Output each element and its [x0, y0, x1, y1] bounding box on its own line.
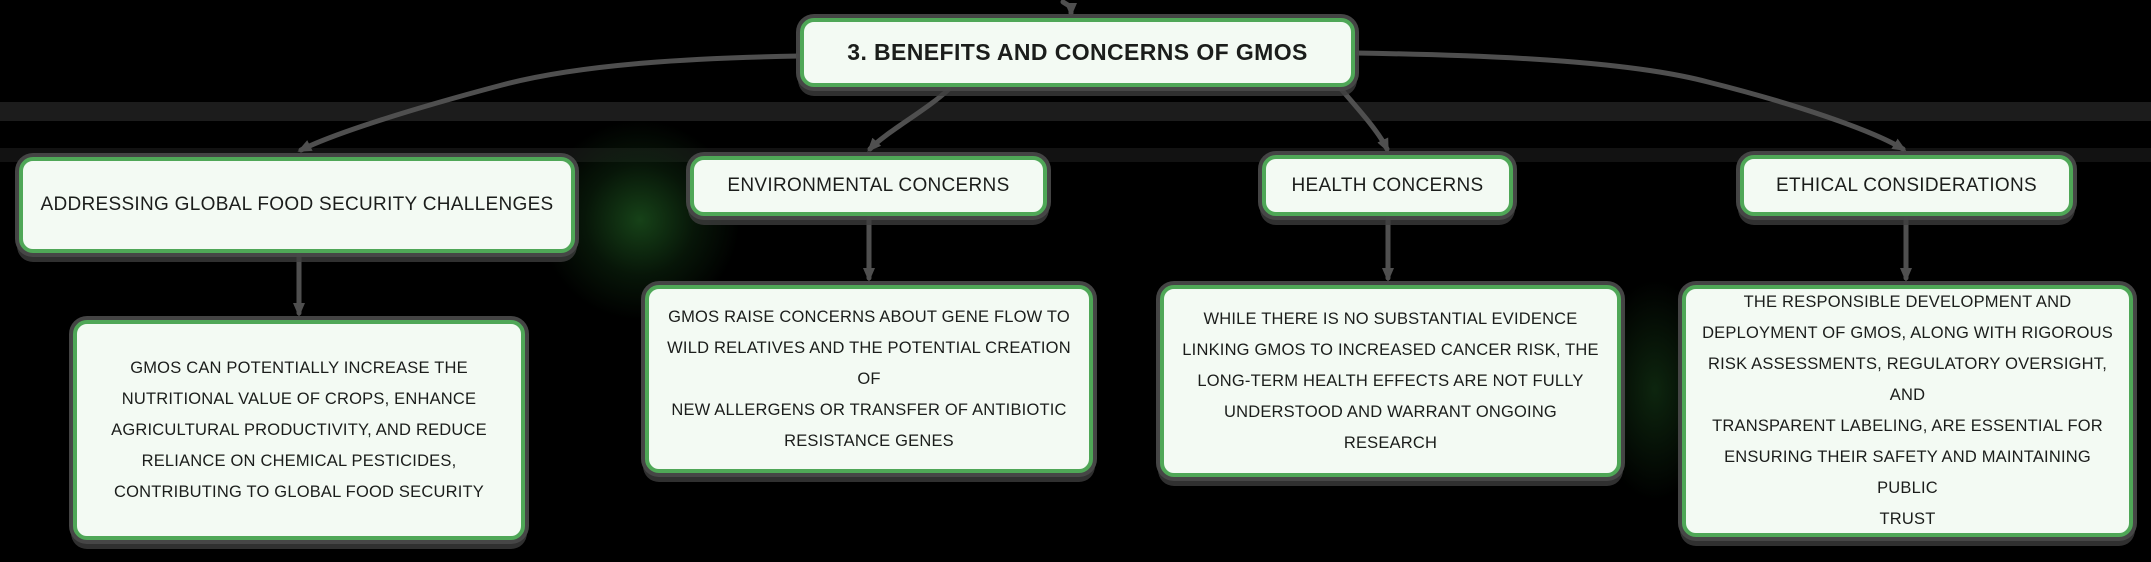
leaf-node-ethical[interactable]: THE RESPONSIBLE DEVELOPMENT AND DEPLOYME…: [1682, 285, 2133, 537]
leaf-text-food-security: GMOS CAN POTENTIALLY INCREASE THE NUTRIT…: [111, 358, 487, 501]
branch-node-ethical[interactable]: ETHICAL CONSIDERATIONS: [1740, 155, 2073, 216]
connector-parent-stub: [1060, 0, 1077, 17]
leaf-text-ethical: THE RESPONSIBLE DEVELOPMENT AND DEPLOYME…: [1702, 293, 2113, 528]
branch-node-health[interactable]: HEALTH CONCERNS: [1262, 155, 1513, 216]
leaf-node-food-security[interactable]: GMOS CAN POTENTIALLY INCREASE THE NUTRIT…: [73, 320, 525, 540]
root-node[interactable]: 3. BENEFITS AND CONCERNS OF GMOS: [800, 18, 1355, 87]
branch-label-environmental: ENVIRONMENTAL CONCERNS: [727, 175, 1010, 196]
branch-node-environmental[interactable]: ENVIRONMENTAL CONCERNS: [690, 156, 1047, 216]
branch-label-ethical: ETHICAL CONSIDERATIONS: [1775, 174, 2038, 196]
connector-root-to-branch-ethical: [1353, 50, 1907, 152]
leaf-text-health: WHILE THERE IS NO SUBSTANTIAL EVIDENCE L…: [1182, 309, 1599, 452]
branch-label-food-security: ADDRESSING GLOBAL FOOD SECURITY CHALLENG…: [40, 194, 554, 215]
background-band: [0, 102, 2151, 121]
branch-label-health: HEALTH CONCERNS: [1291, 174, 1484, 196]
branch-node-food-security[interactable]: ADDRESSING GLOBAL FOOD SECURITY CHALLENG…: [19, 157, 575, 253]
leaf-node-health[interactable]: WHILE THERE IS NO SUBSTANTIAL EVIDENCE L…: [1160, 285, 1621, 477]
leaf-text-environmental: GMOS RAISE CONCERNS ABOUT GENE FLOW TO W…: [667, 307, 1071, 450]
leaf-node-environmental[interactable]: GMOS RAISE CONCERNS ABOUT GENE FLOW TO W…: [645, 285, 1093, 473]
root-label: 3. BENEFITS AND CONCERNS OF GMOS: [847, 39, 1308, 65]
